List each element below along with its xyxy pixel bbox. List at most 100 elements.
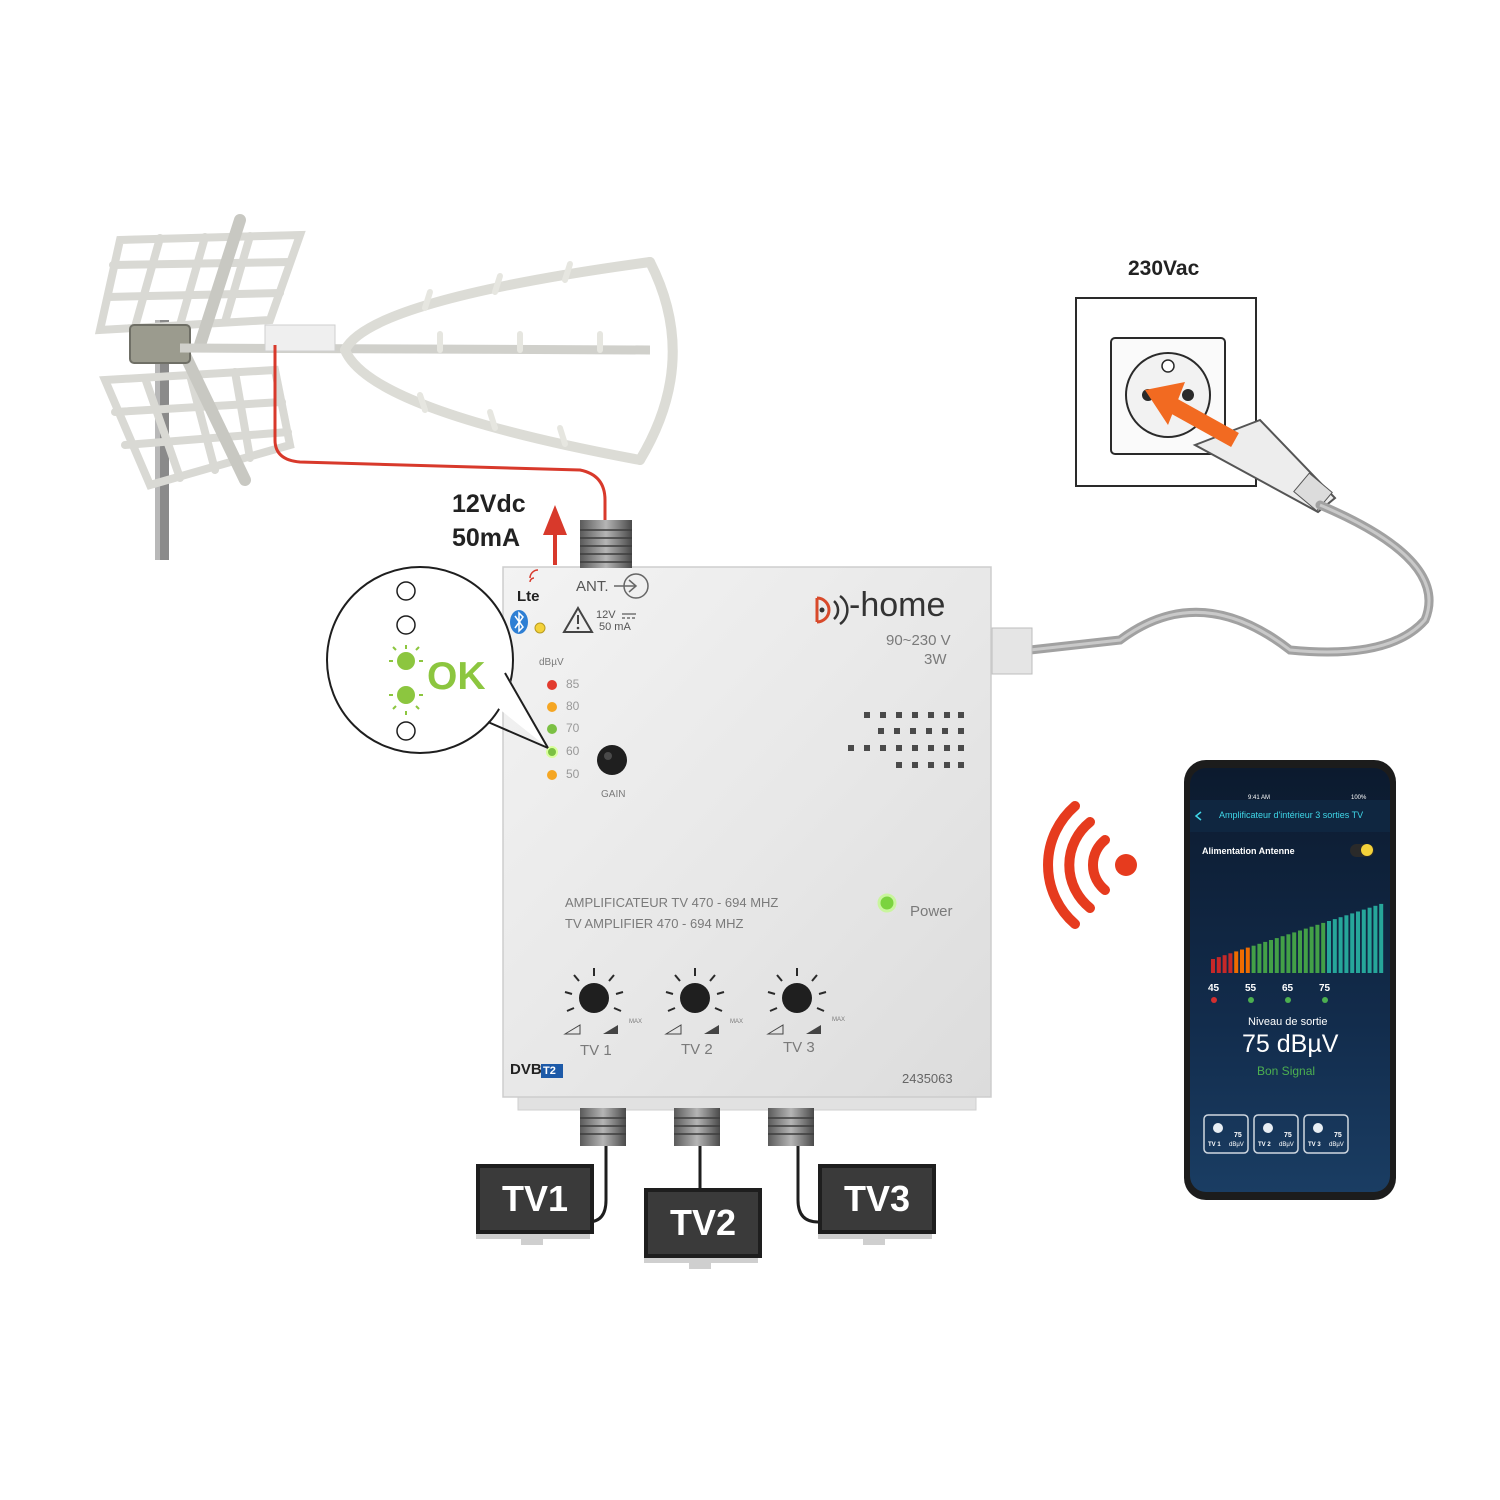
signal-status: Bon Signal: [1257, 1064, 1316, 1078]
tile-tv3-name: TV 3: [1308, 1142, 1321, 1148]
tile-tv3-unit: dBµV: [1329, 1142, 1344, 1148]
signal-bar: [1315, 924, 1320, 973]
phone-scale-65: 65: [1282, 983, 1294, 994]
signal-bar: [1216, 957, 1221, 973]
channel-tile-tv3[interactable]: [1303, 1114, 1349, 1154]
knob-tv1: [563, 968, 624, 1035]
signal-bar: [1228, 953, 1233, 973]
tile-tv2-unit: dBµV: [1279, 1142, 1294, 1148]
signal-bar: [1245, 947, 1250, 973]
level-85: 85: [566, 677, 580, 691]
lte-signal-icon: [529, 569, 539, 583]
input-symbol: [614, 573, 649, 599]
signal-bar: [1321, 922, 1326, 973]
signal-bar: [1274, 938, 1279, 973]
plug-in-arrow: [1145, 382, 1239, 447]
signal-bar: [1379, 903, 1384, 973]
lte-label: Lte: [517, 588, 540, 605]
mains-voltage-label: 230Vac: [1128, 257, 1200, 280]
led-60: [546, 746, 558, 758]
signal-bar: [1263, 941, 1268, 973]
dc-voltage-label: 12Vdc: [452, 490, 526, 518]
phone-header-title: Amplificateur d'intérieur 3 sorties TV: [1219, 810, 1364, 820]
speaker-grille: [848, 712, 964, 768]
knob-max-tv1: MAX: [629, 1019, 643, 1025]
gain-knob[interactable]: [597, 745, 627, 775]
signal-bar: [1298, 930, 1302, 973]
signal-bar: [1338, 917, 1343, 973]
tile-tv2-name: TV 2: [1258, 1142, 1271, 1148]
signal-bar: [1332, 919, 1337, 973]
channel-tile-tv2[interactable]: [1253, 1114, 1299, 1154]
signal-bar: [1280, 936, 1285, 973]
output-level-value: 75 dBµV: [1242, 1030, 1339, 1058]
power-cable: [1025, 500, 1434, 657]
signal-bar: [1361, 909, 1366, 973]
phone-scale-55: 55: [1245, 983, 1257, 994]
reflector-upper: [94, 214, 306, 351]
bluetooth-icon: [510, 610, 528, 634]
knob-label-tv3: TV 3: [783, 1039, 815, 1056]
signal-bar: [1327, 921, 1331, 973]
knob-label-tv2: TV 2: [681, 1041, 713, 1058]
antenna-cable: [273, 345, 607, 525]
wireless-signal-icon: [1043, 801, 1137, 929]
led-80: [547, 702, 557, 712]
tv-stands: [476, 1232, 932, 1269]
knob-tv3: [766, 968, 827, 1035]
knob-tv2: [664, 968, 725, 1035]
knob-max-tv3: MAX: [832, 1017, 846, 1023]
tv1-label: TV1: [476, 1164, 594, 1234]
warning-icon: [562, 606, 594, 633]
signal-bar: [1251, 945, 1256, 973]
phone-battery: 100%: [1351, 795, 1367, 801]
led-85: [547, 680, 557, 690]
device-title-fr: AMPLIFICATEUR TV 470 - 694 MHZ: [565, 895, 779, 910]
signal-bar: [1257, 943, 1262, 973]
warning-current: 50 mA: [599, 621, 631, 633]
signal-bar: [1286, 934, 1291, 973]
output-level-label: Niveau de sortie: [1248, 1016, 1328, 1028]
signal-bar: [1234, 951, 1239, 973]
gain-label: GAIN: [601, 789, 626, 800]
antenna-connector: [580, 520, 632, 568]
tv3-label: TV3: [818, 1164, 936, 1234]
antenna-power-label: Alimentation Antenne: [1202, 846, 1295, 856]
power-led: [877, 893, 897, 913]
device-title-en: TV AMPLIFIER 470 - 694 MHZ: [565, 916, 744, 931]
knob-max-tv2: MAX: [730, 1019, 744, 1025]
tile-tv2-level: 75: [1284, 1132, 1292, 1139]
dc-current-label: 50mA: [452, 524, 521, 552]
signal-bar: [1292, 932, 1297, 973]
tile-tv1-unit: dBµV: [1229, 1142, 1244, 1148]
model-number: 2435063: [902, 1071, 953, 1086]
signal-bar: [1344, 915, 1349, 973]
phone-scale-75: 75: [1319, 983, 1331, 994]
tv2-label: TV2: [644, 1188, 762, 1258]
signal-bar: [1356, 911, 1360, 973]
signal-level-bars: [1211, 903, 1384, 973]
amplifier-device: [502, 520, 992, 1146]
signal-bar: [1367, 907, 1372, 973]
phone-clock: 9:41 AM: [1248, 795, 1271, 801]
dvb-logo: DVB: [510, 1061, 542, 1078]
bluetooth-led: [534, 622, 546, 634]
brand-logo-icon: [815, 594, 849, 626]
level-80: 80: [566, 699, 580, 713]
director-frame: [340, 257, 678, 465]
smartphone: [1184, 760, 1396, 1200]
dvb-t2-box: [541, 1064, 563, 1078]
led-50: [547, 770, 557, 780]
phone-scale-45: 45: [1208, 983, 1220, 994]
level-50: 50: [566, 767, 580, 781]
dvb-t2-label: T2: [543, 1065, 556, 1077]
tv-antenna: [94, 214, 678, 560]
antenna-preamp: [264, 324, 336, 352]
cable-gland: [991, 627, 1033, 675]
led-zoom-callout: [326, 566, 549, 754]
channel-tile-tv1[interactable]: [1203, 1114, 1249, 1154]
signal-bar: [1303, 928, 1308, 973]
supply-wattage: 3W: [924, 651, 947, 668]
signal-bar: [1350, 913, 1355, 973]
